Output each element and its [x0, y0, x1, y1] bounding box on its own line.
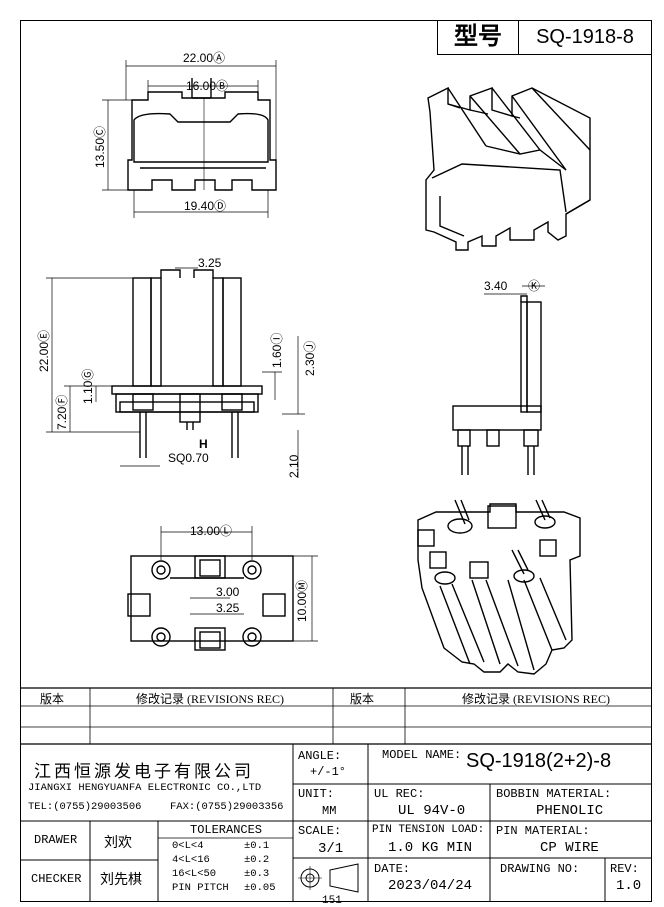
dim-bottom-height: 10.00Ⓜ	[295, 580, 309, 622]
angle-label: ANGLE:	[298, 749, 342, 763]
dim-bottom-width: 13.00Ⓛ	[190, 524, 232, 538]
rev-col4-header: 修改记录 (REVISIONS REC)	[462, 692, 611, 706]
tolerances-title: TOLERANCES	[190, 823, 263, 837]
tol-range-2: 4<L<16	[172, 854, 210, 866]
company-name-en: JIANGXI HENGYUANFA ELECTRONIC CO.,LTD	[28, 782, 262, 794]
top-view	[127, 78, 277, 191]
angle-value: +/-1°	[310, 765, 347, 779]
company-fax: FAX:(0755)29003356	[170, 801, 284, 813]
bobbin-value: PHENOLIC	[536, 803, 604, 819]
dim-front-j: 2.30Ⓙ	[303, 341, 317, 376]
tol-value-1: ±0.1	[244, 840, 270, 852]
dim-bottom-300: 3.00	[216, 585, 240, 599]
type-label: 型号	[438, 20, 519, 54]
dim-top-bottom: 19.40Ⓓ	[184, 199, 226, 213]
tol-value-4: ±0.05	[244, 882, 276, 894]
pin-material-value: CP WIRE	[540, 840, 599, 856]
dim-bottom-325: 3.25	[216, 601, 240, 615]
rev-col1-header: 版本	[40, 692, 65, 706]
drawing-no-label: DRAWING NO:	[500, 862, 580, 876]
dim-front-h-label: H	[199, 437, 208, 451]
bottom-view	[127, 555, 294, 651]
drawing-frame	[20, 20, 652, 902]
pin-material-label: PIN MATERIAL:	[496, 824, 590, 838]
checker-label: CHECKER	[31, 872, 82, 886]
dim-top-inner: 16.00Ⓑ	[186, 79, 228, 93]
bobbin-label: BOBBIN MATERIAL:	[496, 787, 612, 801]
unit-label: UNIT:	[298, 787, 335, 801]
model-name-value: SQ-1918(2+2)-8	[466, 750, 612, 772]
ul-rec-label: UL REC:	[374, 787, 425, 801]
pin-tension-label: PIN TENSION LOAD:	[372, 824, 485, 836]
tol-value-2: ±0.2	[244, 854, 270, 866]
dim-top-height: 13.50Ⓒ	[93, 126, 107, 168]
rev-value: 1.0	[616, 878, 642, 894]
side-view	[452, 295, 542, 475]
isometric-view-bottom	[417, 499, 581, 675]
pin-tension-value: 1.0 KG MIN	[388, 840, 473, 856]
date-value: 2023/04/24	[388, 878, 473, 894]
dim-front-pitch: 3.25	[198, 256, 222, 270]
rev-col3-header: 版本	[350, 692, 375, 706]
drawer-label: DRAWER	[34, 833, 78, 847]
rev-col2-header: 修改记录 (REVISIONS REC)	[136, 692, 285, 706]
model-name-label: MODEL NAME:	[382, 748, 462, 762]
model-number: SQ-1918-8	[536, 26, 634, 48]
tol-value-3: ±0.3	[244, 868, 270, 880]
drawer-value: 刘欢	[104, 836, 132, 851]
ul-rec-value: UL 94V-0	[398, 803, 466, 819]
dim-front-g: 1.10Ⓖ	[81, 369, 95, 404]
isometric-view-top	[425, 86, 591, 251]
dim-side-k-mark: Ⓚ	[528, 279, 540, 293]
tol-range-1: 0<L<4	[172, 840, 204, 852]
date-label: DATE:	[374, 862, 411, 876]
dim-front-base: 7.20Ⓕ	[55, 395, 69, 430]
company-tel: TEL:(0755)29003506	[28, 801, 142, 813]
unit-value: MM	[322, 804, 337, 818]
dim-top-width: 22.00Ⓐ	[183, 51, 225, 65]
checker-value: 刘先棋	[100, 873, 142, 888]
dim-side-k: 3.40	[484, 279, 508, 293]
dim-front-i: 1.60Ⓘ	[270, 333, 284, 368]
technical-drawing: 22.00Ⓐ 16.00Ⓑ 13.50Ⓒ 19.40Ⓓ 3.25 22.00Ⓔ …	[37, 51, 591, 675]
company-name-cn: 江西恒源发电子有限公司	[34, 762, 254, 781]
title-header: 型号 SQ-1918-8	[437, 20, 652, 55]
dim-front-pin-len: 2.10	[287, 454, 301, 478]
scale-label: SCALE:	[298, 824, 342, 838]
front-view	[111, 269, 263, 458]
tol-range-4: PIN PITCH	[172, 882, 229, 894]
dim-front-pin: SQ0.70	[168, 451, 209, 465]
footer-partial-number: 151	[322, 895, 342, 907]
scale-value: 3/1	[318, 841, 344, 857]
rev-label: REV:	[610, 862, 639, 876]
dim-front-height: 22.00Ⓔ	[37, 330, 51, 372]
tol-range-3: 16<L<50	[172, 868, 217, 880]
